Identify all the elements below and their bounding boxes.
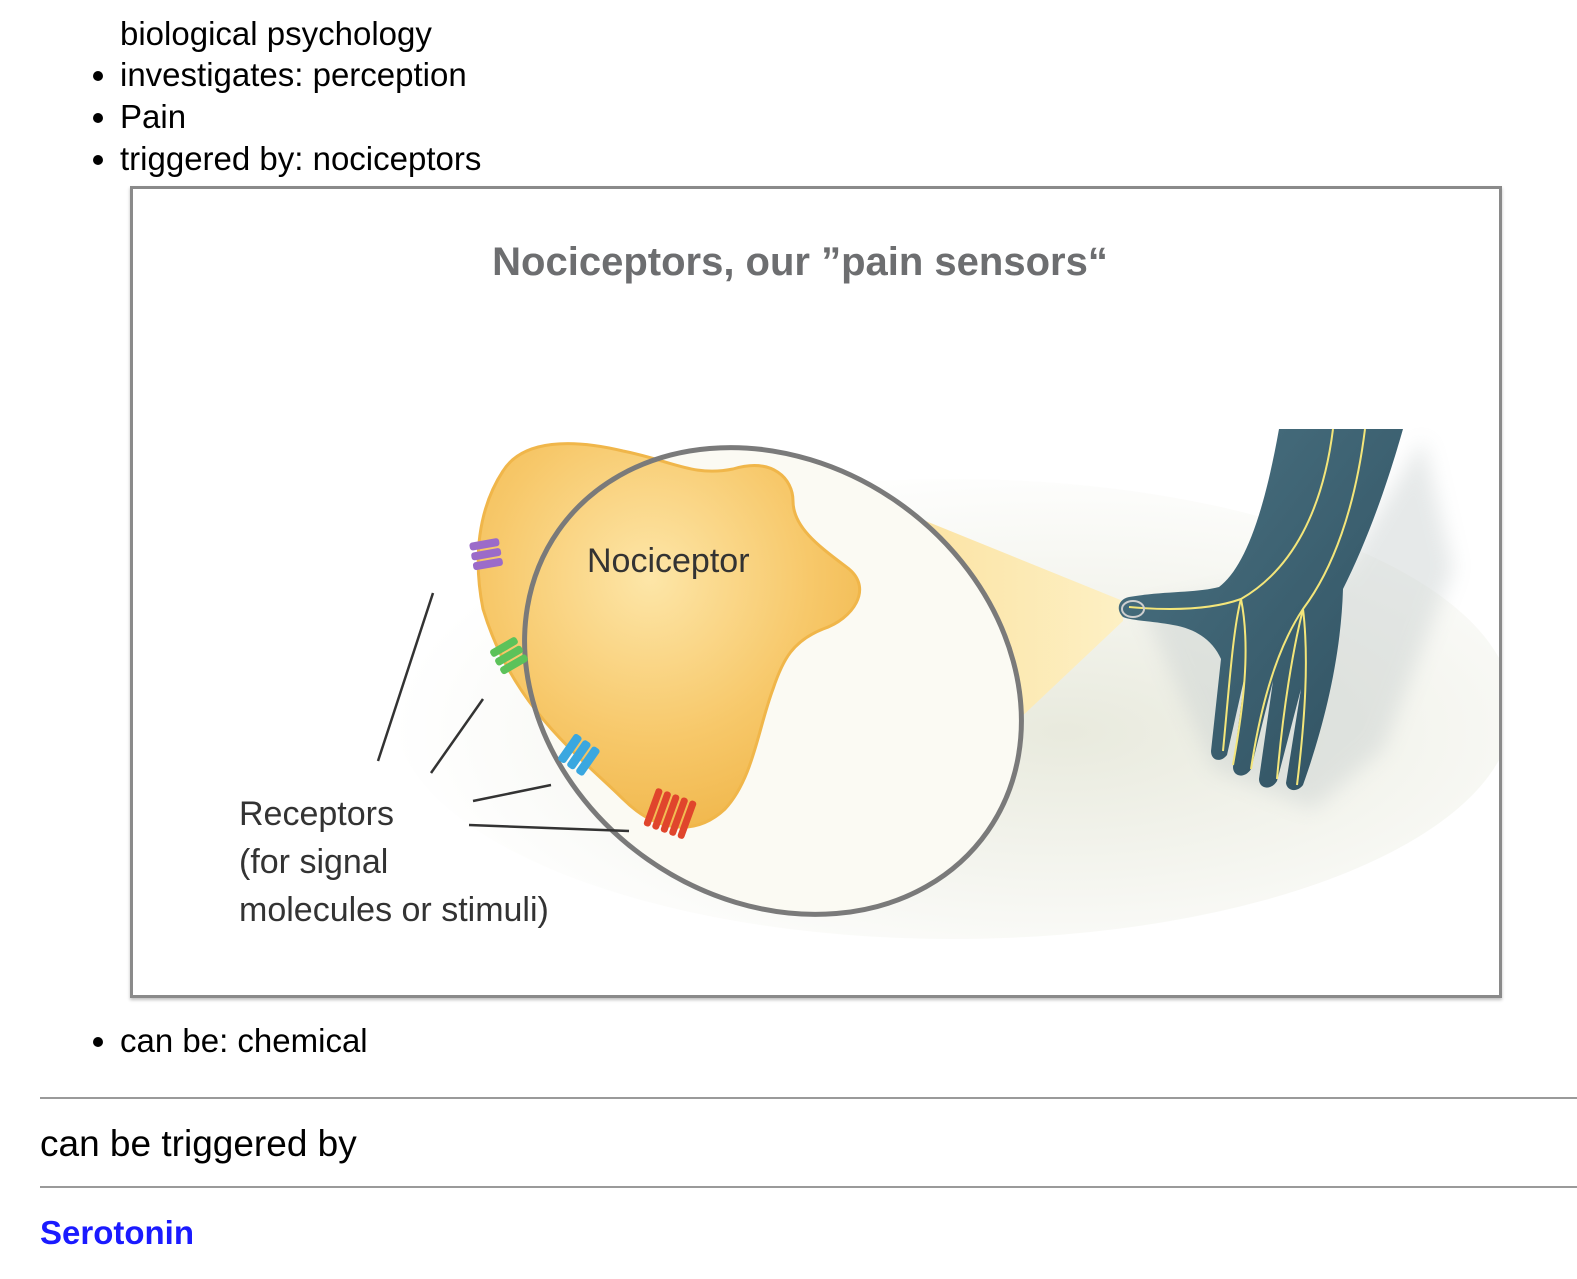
figure-title: Nociceptors, our ”pain sensors“: [492, 240, 1108, 284]
receptor-blue-icon: [558, 733, 600, 776]
magnifier-outline: [522, 445, 1024, 917]
receptor-green-icon: [490, 637, 528, 675]
receptor-red-icon: [643, 788, 697, 839]
top-bullet-list: investigates: perception Pain triggered …: [80, 54, 481, 180]
bottom-bullet-list: can be: chemical: [80, 1020, 368, 1062]
receptors-label-line-3: molecules or stimuli): [239, 891, 549, 929]
divider: [40, 1097, 1577, 1099]
nociceptor-label: Nociceptor: [587, 542, 750, 580]
nociceptor-illustration: Nociceptors, our ”pain sensors“: [239, 240, 1499, 939]
intro-text: biological psychology: [120, 15, 432, 52]
hand-illustration: [1118, 428, 1403, 791]
serotonin-link[interactable]: Serotonin: [40, 1214, 194, 1251]
section-heading: can be triggered by: [40, 1123, 357, 1164]
divider: [40, 1186, 1577, 1188]
list-item: triggered by: nociceptors: [120, 138, 481, 180]
receptor-leader-lines: [376, 592, 630, 833]
list-item: investigates: perception: [120, 54, 481, 96]
nociceptor-figure: Nociceptors, our ”pain sensors“: [130, 186, 1502, 998]
receptor-purple-icon: [469, 538, 503, 571]
receptors-label-line-1: Receptors: [239, 795, 394, 833]
list-item: can be: chemical: [120, 1020, 368, 1062]
list-item: Pain: [120, 96, 481, 138]
receptors-label-line-2: (for signal: [239, 843, 388, 881]
